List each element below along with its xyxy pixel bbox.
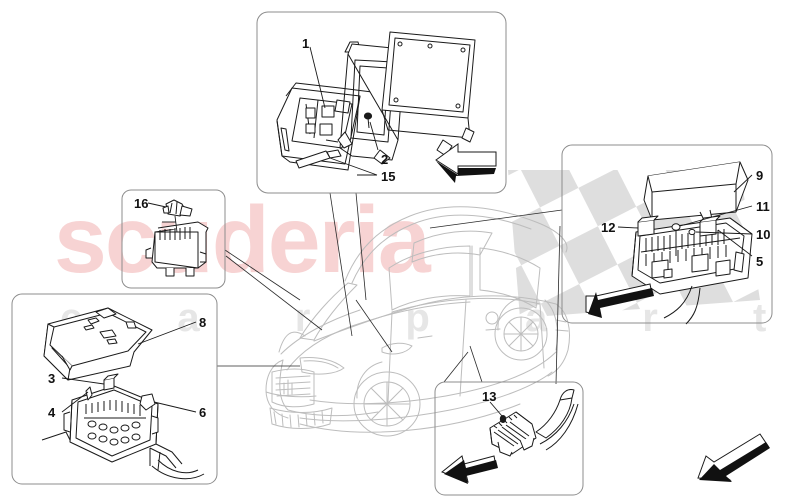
callout-number-1: 1 (302, 36, 310, 51)
callout-number-2: 2 (381, 152, 389, 167)
callout-number-16: 16 (134, 196, 149, 211)
direction-arrow-top-panel (435, 143, 497, 183)
callout-number-6: 6 (199, 405, 207, 420)
leader-lines (217, 192, 563, 385)
direction-arrow-loose-bottom-right (697, 433, 770, 482)
vehicle-illustration (265, 206, 570, 437)
direction-arrow-right-panel (585, 283, 654, 318)
callout-number-8: 8 (199, 315, 207, 330)
callout-number-13: 13 (482, 389, 497, 404)
callout-number-9: 9 (756, 168, 764, 183)
callout-panel-cabin-junction-box[interactable] (11, 293, 218, 485)
callout-number-4: 4 (48, 405, 56, 420)
callout-number-3: 3 (48, 371, 56, 386)
callout-number-11: 11 (756, 199, 770, 214)
callout-number-12: 12 (601, 220, 616, 235)
direction-arrow-bottom-center-panel (441, 455, 498, 484)
callout-panel-sensor-module[interactable] (121, 189, 226, 289)
callout-number-10: 10 (756, 227, 771, 242)
callout-panel-engine-bay-fuse-box[interactable] (561, 144, 773, 325)
callout-panel-harness-connector[interactable] (434, 381, 584, 496)
callout-number-5: 5 (756, 254, 764, 269)
callout-panel-ecu-bracket[interactable] (256, 11, 507, 194)
callout-number-15: 15 (381, 169, 396, 184)
